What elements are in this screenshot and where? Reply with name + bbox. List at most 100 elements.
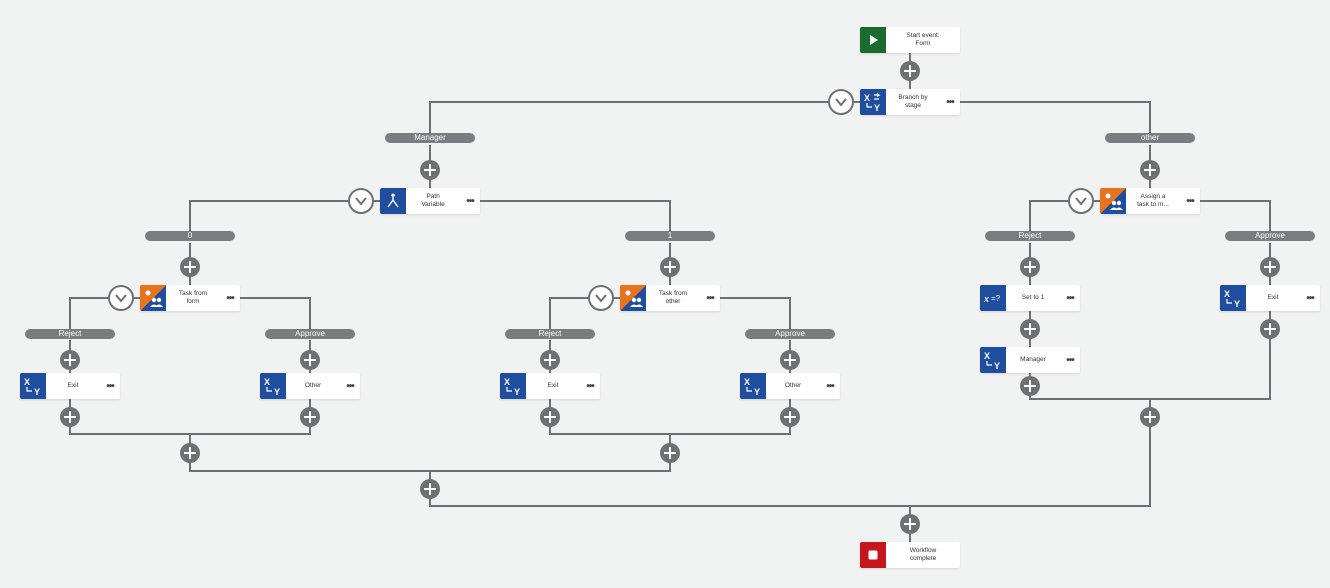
svg-text:Y: Y [1234,299,1240,309]
task-from-form-node[interactable]: Task from form ••• [140,285,240,311]
add-step-button[interactable] [660,257,680,277]
branch-label-approve[interactable]: Approve [265,329,355,339]
chevron-down-icon [115,294,127,303]
branch-label-approve[interactable]: Approve [745,329,835,339]
node-label: Workflow complete [909,547,937,562]
add-step-button[interactable] [1020,257,1040,277]
collapse-chevron-button[interactable] [108,285,134,311]
branch-label-manager[interactable]: Manager [385,133,475,143]
add-step-button[interactable] [1260,257,1280,277]
svg-text:Y: Y [514,387,520,397]
more-options-button[interactable]: ••• [706,292,715,304]
node-label: Manager [1020,356,1046,363]
svg-text:Y: Y [754,387,760,397]
node-label: Branch by stage [898,94,928,109]
add-step-button[interactable] [660,443,680,463]
add-step-button[interactable] [420,479,440,499]
collapse-chevron-button[interactable] [348,188,374,214]
add-step-button[interactable] [900,514,920,534]
more-options-button[interactable]: ••• [1306,292,1315,304]
add-step-button[interactable] [540,407,560,427]
svg-text:Y: Y [994,361,1000,371]
svg-text:X: X [864,93,870,103]
chevron-down-icon [1075,197,1087,206]
node-label: Task from other [658,290,688,305]
set-variable-icon: x=? [980,285,1006,311]
svg-text:X: X [984,351,990,361]
start-event-node[interactable]: Start event: Form [860,27,960,53]
more-options-button[interactable]: ••• [346,380,355,392]
branch-label-1[interactable]: 1 [625,231,715,241]
branch-label-reject[interactable]: Reject [25,329,115,339]
add-step-button[interactable] [1020,376,1040,396]
collapse-chevron-button[interactable] [1068,188,1094,214]
add-step-button[interactable] [300,407,320,427]
more-options-button[interactable]: ••• [1066,354,1075,366]
add-step-button[interactable] [540,350,560,370]
branch-label-0[interactable]: 0 [145,231,235,241]
svg-text:x: x [983,294,989,305]
play-icon [860,27,886,53]
more-options-button[interactable]: ••• [466,195,475,207]
chevron-down-icon [595,294,607,303]
assign-task-node[interactable]: Assign a task to m... ••• [1100,188,1200,214]
more-options-button[interactable]: ••• [1066,292,1075,304]
node-label: Set to 1 [1021,294,1045,301]
add-step-button[interactable] [1140,407,1160,427]
set-to-1-node[interactable]: x=? Set to 1 ••• [980,285,1080,311]
collapse-chevron-button[interactable] [828,89,854,115]
node-label: Other [304,382,322,389]
add-step-button[interactable] [1020,319,1040,339]
add-step-button[interactable] [300,350,320,370]
branch-label-approve[interactable]: Approve [1225,231,1315,241]
branch-label-reject[interactable]: Reject [505,329,595,339]
node-label: Exit [67,382,79,389]
branch-label-reject[interactable]: Reject [985,231,1075,241]
task-people-icon [620,285,646,311]
add-step-button[interactable] [780,350,800,370]
path-variable-node[interactable]: Path Variable ••• [380,188,480,214]
path-split-icon [380,188,406,214]
workflow-complete-node[interactable]: Workflow complete [860,542,960,568]
add-step-button[interactable] [420,160,440,180]
add-step-button[interactable] [180,257,200,277]
svg-text:Y: Y [874,103,880,113]
task-from-other-node[interactable]: Task from other ••• [620,285,720,311]
svg-text:X: X [504,377,510,387]
add-step-button[interactable] [1140,160,1160,180]
more-options-button[interactable]: ••• [586,380,595,392]
add-step-button[interactable] [900,61,920,81]
task-people-icon [1100,188,1126,214]
more-options-button[interactable]: ••• [946,96,955,108]
more-options-button[interactable]: ••• [106,380,115,392]
svg-text:=?: =? [991,294,1001,303]
node-label: Path Variable [421,193,445,208]
add-step-button[interactable] [780,407,800,427]
branch-label-other[interactable]: other [1105,133,1195,143]
node-label: Task from form [178,290,208,305]
add-step-button[interactable] [1260,319,1280,339]
more-options-button[interactable]: ••• [826,380,835,392]
node-label: Exit [1267,294,1279,301]
add-step-button[interactable] [180,443,200,463]
collapse-chevron-button[interactable] [588,285,614,311]
more-options-button[interactable]: ••• [226,292,235,304]
svg-text:X: X [1224,289,1230,299]
more-options-button[interactable]: ••• [1186,195,1195,207]
add-step-button[interactable] [60,350,80,370]
add-step-button[interactable] [60,407,80,427]
